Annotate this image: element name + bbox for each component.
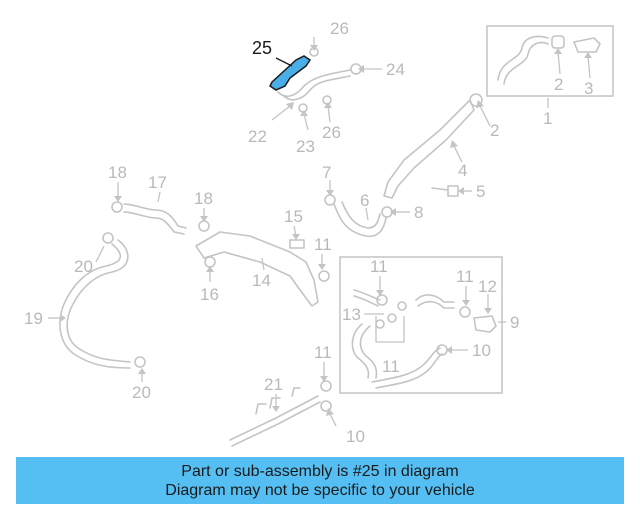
callout-26-top: 26 (330, 19, 349, 38)
clamp-11-box-right (459, 306, 471, 318)
callout-11-mid: 11 (314, 235, 332, 254)
clamp-23 (298, 103, 308, 113)
callout-4: 4 (458, 161, 467, 180)
hose-22 (277, 69, 351, 98)
callout-9: 9 (510, 313, 519, 332)
banner-line-1: Part or sub-assembly is #25 in diagram (181, 463, 459, 480)
hose-19 (66, 239, 131, 363)
callout-15: 15 (284, 207, 303, 226)
clamp-20-upper (102, 232, 114, 244)
banner-line-2: Diagram may not be specific to your vehi… (165, 482, 475, 499)
clamp-18-right (198, 220, 210, 232)
clamp-26-lower (322, 95, 332, 105)
callout-2: 2 (490, 121, 499, 140)
callout-23: 23 (296, 137, 315, 156)
callout-18-left: 18 (108, 163, 127, 182)
fitting-12 (473, 315, 497, 333)
hose-9-small (353, 289, 381, 301)
callout-3: 3 (584, 79, 593, 98)
clamp-10-lower (320, 400, 332, 412)
clamp-11-lower (320, 380, 332, 392)
hose-17 (123, 203, 187, 229)
callout-11-box-bottom: 11 (382, 357, 400, 376)
callout-13: 13 (342, 305, 361, 324)
callout-5: 5 (476, 182, 485, 201)
clamp-11-mid (318, 270, 330, 282)
part-group-box-9 (339, 256, 503, 394)
callout-25: 25 (252, 38, 272, 58)
callout-21: 21 (264, 375, 283, 394)
callout-2-box: 2 (554, 75, 563, 94)
callout-11-box-left: 11 (370, 257, 388, 276)
callout-22: 22 (248, 127, 267, 146)
info-banner: Part or sub-assembly is #25 in diagram D… (16, 457, 624, 504)
callout-10-lower: 10 (346, 427, 365, 446)
callout-18-right: 18 (194, 189, 213, 208)
callout-20-upper: 20 (74, 257, 93, 276)
callout-1: 1 (543, 109, 552, 128)
fitting-3 (573, 37, 601, 53)
hose-1 (497, 35, 549, 81)
pipe-21 (229, 395, 319, 441)
bolt-5 (431, 185, 459, 197)
hose-6 (333, 203, 387, 238)
callout-14: 14 (252, 271, 271, 290)
callout-24: 24 (386, 60, 405, 79)
bolt-15 (289, 239, 305, 249)
clamp-8 (324, 194, 336, 206)
callout-11-lower: 11 (314, 343, 332, 362)
callout-7: 8 (414, 203, 423, 222)
callout-20-lower: 20 (132, 383, 151, 402)
clamp-18-left (111, 201, 123, 213)
callout-16: 16 (200, 285, 219, 304)
clamp-20-lower (134, 356, 146, 368)
bracket-14 (195, 231, 319, 307)
clamp-2-box (551, 35, 565, 49)
clamp-11-box-left (376, 294, 388, 306)
pipe-4 (383, 99, 475, 199)
callout-8: 7 (322, 163, 331, 182)
callout-12: 12 (478, 277, 497, 296)
parts-diagram: 25 26 24 22 23 26 2 3 1 2 4 5 8 6 7 18 1… (24, 19, 614, 447)
callout-19: 19 (24, 309, 43, 328)
callout-6: 6 (360, 191, 369, 210)
callout-17: 17 (148, 173, 167, 192)
callout-11-box-right: 11 (456, 267, 474, 286)
callout-26-lower: 26 (322, 123, 341, 142)
highlighted-hose-25[interactable] (269, 55, 312, 91)
hose-11-box (371, 347, 441, 383)
grommet-16 (204, 256, 216, 268)
part-group-box-1 (486, 25, 614, 97)
callout-10-box: 10 (472, 341, 491, 360)
